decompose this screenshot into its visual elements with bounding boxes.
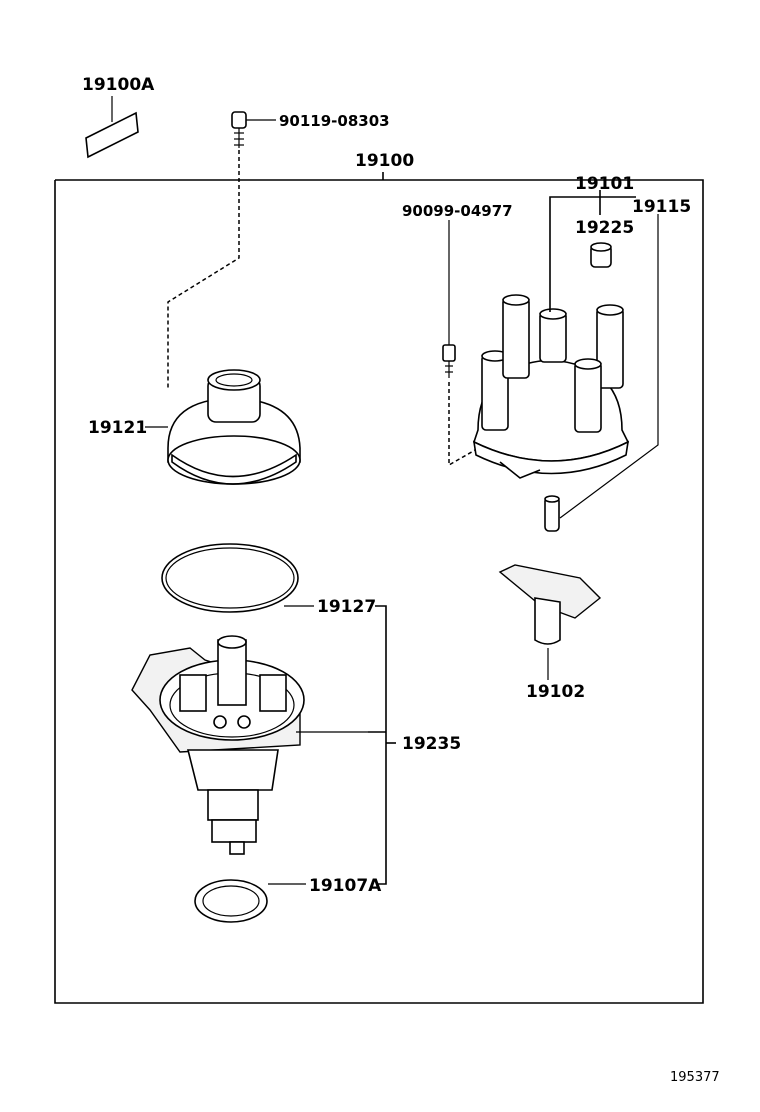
- cap-screw-part: [442, 220, 456, 378]
- cap-sub-part: [590, 242, 612, 268]
- kit-tag-part: [85, 96, 139, 159]
- label-cap-sub: 19225: [575, 218, 634, 238]
- assembly-frame: [54, 179, 704, 1004]
- cap-leader: [549, 196, 636, 312]
- label-carbon: 19115: [632, 197, 691, 217]
- label-screw: 90099-04977: [402, 202, 513, 220]
- oring-part: [161, 543, 314, 613]
- gasket-part: [194, 879, 306, 923]
- distributor-cap-part: [472, 294, 630, 479]
- label-cap: 19101: [575, 174, 634, 194]
- cover-part: [145, 369, 301, 485]
- bolt-dashed-path: [167, 150, 240, 390]
- label-cover: 19121: [88, 418, 147, 438]
- label-assembly: 19100: [355, 151, 414, 171]
- carbon-part: [544, 214, 659, 532]
- label-gasket: 19107A: [309, 876, 382, 896]
- label-housing: 19235: [402, 734, 461, 754]
- housing-part: [131, 635, 368, 855]
- reference-number: 195377: [670, 1070, 720, 1085]
- top-bolt-part: [231, 111, 276, 148]
- label-rotor: 19102: [526, 682, 585, 702]
- rotor-part: [498, 564, 602, 680]
- label-kit: 19100A: [82, 75, 155, 95]
- label-top-bolt: 90119-08303: [279, 112, 390, 130]
- label-oring: 19127: [317, 597, 376, 617]
- housing-bracket: [375, 605, 387, 885]
